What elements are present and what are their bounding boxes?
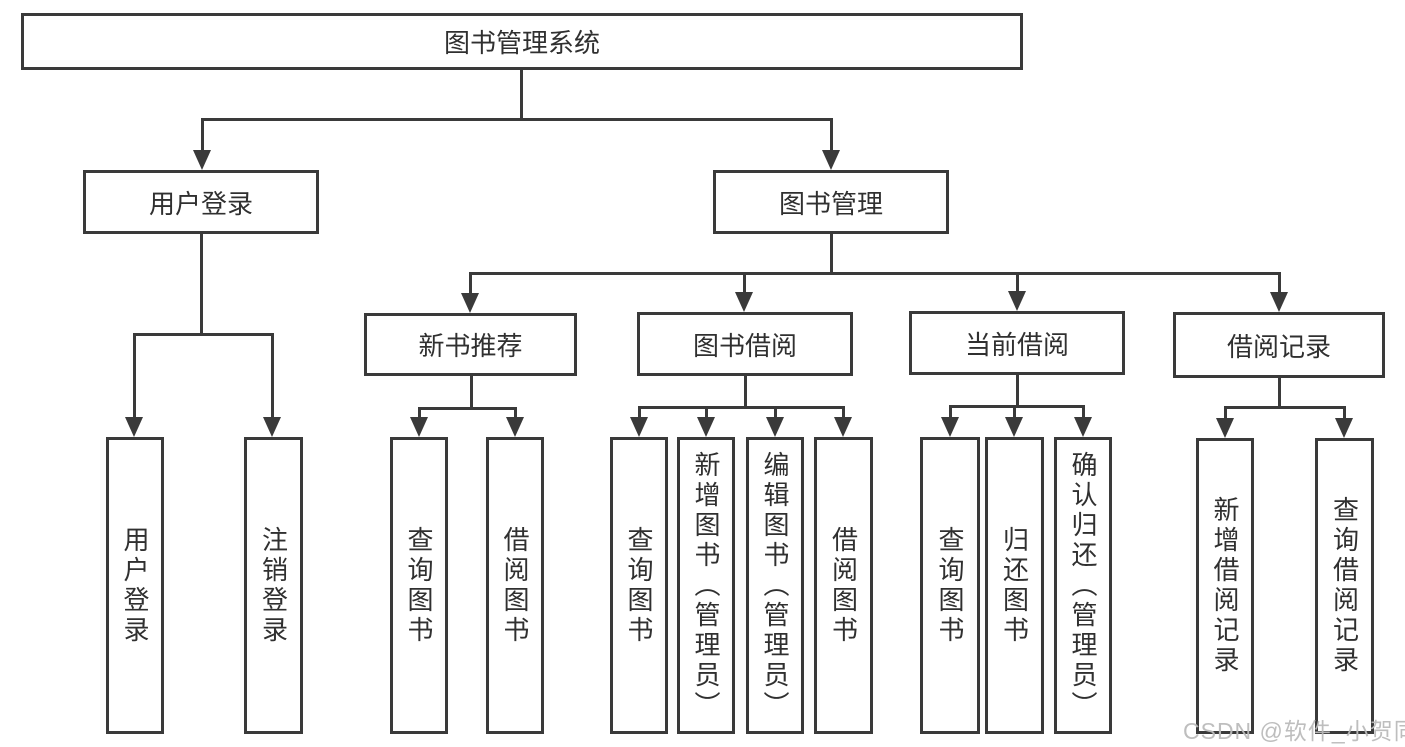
arrow-down-icon — [822, 150, 840, 170]
leaf-borrowing-query: 查询图书 — [610, 437, 668, 734]
node-book-borrowing: 图书借阅 — [637, 312, 853, 376]
connector-line — [949, 405, 952, 419]
connector-line — [418, 407, 421, 419]
leaf-borrowing-add: 新增图书（管理员） — [677, 437, 735, 734]
connector-line — [271, 333, 274, 419]
arrow-down-icon — [941, 417, 959, 437]
arrow-down-icon — [506, 417, 524, 437]
connector-line — [133, 333, 274, 336]
leaf-borrowing-edit-label: 编辑图书（管理员） — [760, 450, 790, 721]
arrow-down-icon — [1335, 418, 1353, 438]
node-book-borrowing-label: 图书借阅 — [692, 330, 797, 361]
node-book-mgmt-label: 图书管理 — [778, 188, 883, 219]
leaf-user-login: 用户登录 — [106, 437, 164, 734]
arrow-down-icon — [630, 417, 648, 437]
leaf-current-query: 查询图书 — [920, 437, 980, 734]
connector-line — [1343, 406, 1346, 419]
node-new-books: 新书推荐 — [364, 313, 577, 376]
connector-line — [1016, 272, 1019, 296]
arrow-down-icon — [1270, 292, 1288, 312]
arrow-down-icon — [125, 417, 143, 437]
connector-line — [1224, 406, 1227, 419]
connector-line — [133, 333, 136, 419]
connector-line — [1278, 378, 1281, 409]
leaf-current-confirm-label: 确认归还（管理员） — [1068, 450, 1098, 721]
connector-line — [1013, 405, 1016, 419]
arrow-down-icon — [410, 417, 428, 437]
connector-line — [1224, 406, 1346, 409]
leaf-records-query-label: 查询借阅记录 — [1329, 496, 1360, 676]
arrow-down-icon — [461, 293, 479, 313]
node-root: 图书管理系统 — [21, 13, 1023, 70]
connector-line — [201, 118, 204, 154]
connector-line — [830, 234, 833, 275]
arrow-down-icon — [1216, 418, 1234, 438]
leaf-newbooks-query: 查询图书 — [390, 437, 448, 734]
connector-line — [1082, 405, 1085, 419]
connector-line — [520, 68, 523, 120]
connector-line — [469, 272, 1281, 275]
leaf-user-login-label: 用户登录 — [120, 525, 150, 646]
connector-line — [842, 406, 845, 419]
leaf-current-confirm: 确认归还（管理员） — [1054, 437, 1112, 734]
leaf-records-add: 新增借阅记录 — [1196, 438, 1254, 734]
arrow-down-icon — [766, 417, 784, 437]
arrow-down-icon — [834, 417, 852, 437]
connector-line — [638, 406, 845, 409]
connector-line — [705, 406, 708, 419]
connector-line — [469, 272, 472, 296]
connector-line — [638, 406, 641, 419]
arrow-down-icon — [697, 417, 715, 437]
leaf-borrowing-edit: 编辑图书（管理员） — [746, 437, 804, 734]
node-root-label: 图书管理系统 — [443, 28, 600, 58]
leaf-current-return: 归还图书 — [985, 437, 1044, 734]
node-new-books-label: 新书推荐 — [418, 331, 523, 361]
node-user-login-label: 用户登录 — [148, 188, 253, 219]
leaf-current-query-label: 查询图书 — [935, 525, 965, 646]
connector-line — [201, 118, 833, 121]
arrow-down-icon — [735, 292, 753, 312]
connector-line — [418, 407, 517, 410]
arrow-down-icon — [1008, 291, 1026, 311]
node-current-borrowing-label: 当前借阅 — [964, 329, 1069, 360]
connector-line — [830, 118, 833, 154]
leaf-borrowing-add-label: 新增图书（管理员） — [691, 450, 721, 721]
connector-line — [200, 234, 203, 336]
leaf-newbooks-borrow-label: 借阅图书 — [500, 525, 530, 646]
connector-line — [949, 405, 1085, 408]
leaf-borrowing-borrow-label: 借阅图书 — [828, 525, 859, 646]
arrow-down-icon — [193, 150, 211, 170]
leaf-newbooks-query-label: 查询图书 — [404, 525, 434, 646]
csdn-watermark: CSDN @软件_小贺同学 — [1183, 718, 1405, 744]
connector-line — [744, 376, 747, 409]
arrow-down-icon — [1074, 417, 1092, 437]
connector-line — [774, 406, 777, 419]
leaf-borrowing-query-label: 查询图书 — [624, 525, 654, 646]
node-book-mgmt: 图书管理 — [713, 170, 949, 234]
connector-line — [1278, 272, 1281, 296]
connector-line — [743, 272, 746, 296]
node-current-borrowing: 当前借阅 — [909, 311, 1125, 375]
arrow-down-icon — [263, 417, 281, 437]
leaf-newbooks-borrow: 借阅图书 — [486, 437, 544, 734]
leaf-records-add-label: 新增借阅记录 — [1210, 496, 1240, 676]
connector-line — [1016, 375, 1019, 408]
leaf-logout: 注销登录 — [244, 437, 303, 734]
leaf-logout-label: 注销登录 — [258, 525, 289, 646]
node-user-login: 用户登录 — [83, 170, 319, 234]
node-borrowing-records-label: 借阅记录 — [1226, 331, 1331, 362]
arrow-down-icon — [1005, 417, 1023, 437]
connector-line — [470, 376, 473, 410]
leaf-borrowing-borrow: 借阅图书 — [814, 437, 873, 734]
connector-line — [514, 407, 517, 419]
leaf-records-query: 查询借阅记录 — [1315, 438, 1374, 734]
leaf-current-return-label: 归还图书 — [999, 525, 1030, 646]
node-borrowing-records: 借阅记录 — [1173, 312, 1385, 378]
